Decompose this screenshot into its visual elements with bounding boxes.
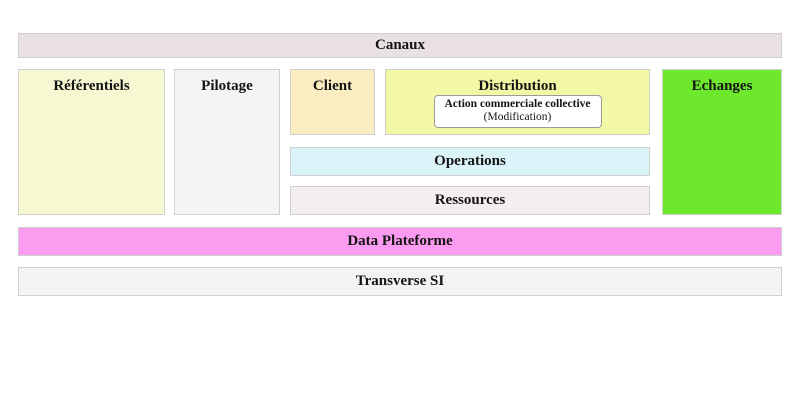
block-transverse-si-label: Transverse SI xyxy=(355,273,445,289)
block-transverse-si[interactable]: Transverse SI xyxy=(18,267,782,296)
block-ressources-label: Ressources xyxy=(434,192,506,208)
block-referentiels[interactable]: Référentiels xyxy=(18,69,165,215)
node-action-commerciale-collective[interactable]: Action commerciale collective (Modificat… xyxy=(433,95,602,128)
node-subtitle: (Modification) xyxy=(483,111,552,123)
block-canaux[interactable]: Canaux xyxy=(18,33,782,58)
block-referentiels-label: Référentiels xyxy=(53,78,130,94)
block-echanges[interactable]: Echanges xyxy=(662,69,782,215)
block-pilotage-label: Pilotage xyxy=(201,78,253,94)
block-echanges-label: Echanges xyxy=(691,78,753,94)
block-operations[interactable]: Operations xyxy=(290,147,650,176)
block-client[interactable]: Client xyxy=(290,69,375,135)
block-client-label: Client xyxy=(312,78,353,94)
block-operations-label: Operations xyxy=(434,153,506,169)
block-canaux-label: Canaux xyxy=(374,37,426,53)
block-pilotage[interactable]: Pilotage xyxy=(174,69,280,215)
block-distribution[interactable]: Distribution Action commerciale collecti… xyxy=(385,69,650,135)
node-title: Action commerciale collective xyxy=(444,98,591,110)
block-distribution-label: Distribution xyxy=(478,78,557,94)
block-data-plateforme-label: Data Plateforme xyxy=(347,233,453,249)
block-data-plateforme[interactable]: Data Plateforme xyxy=(18,227,782,256)
block-ressources[interactable]: Ressources xyxy=(290,186,650,215)
